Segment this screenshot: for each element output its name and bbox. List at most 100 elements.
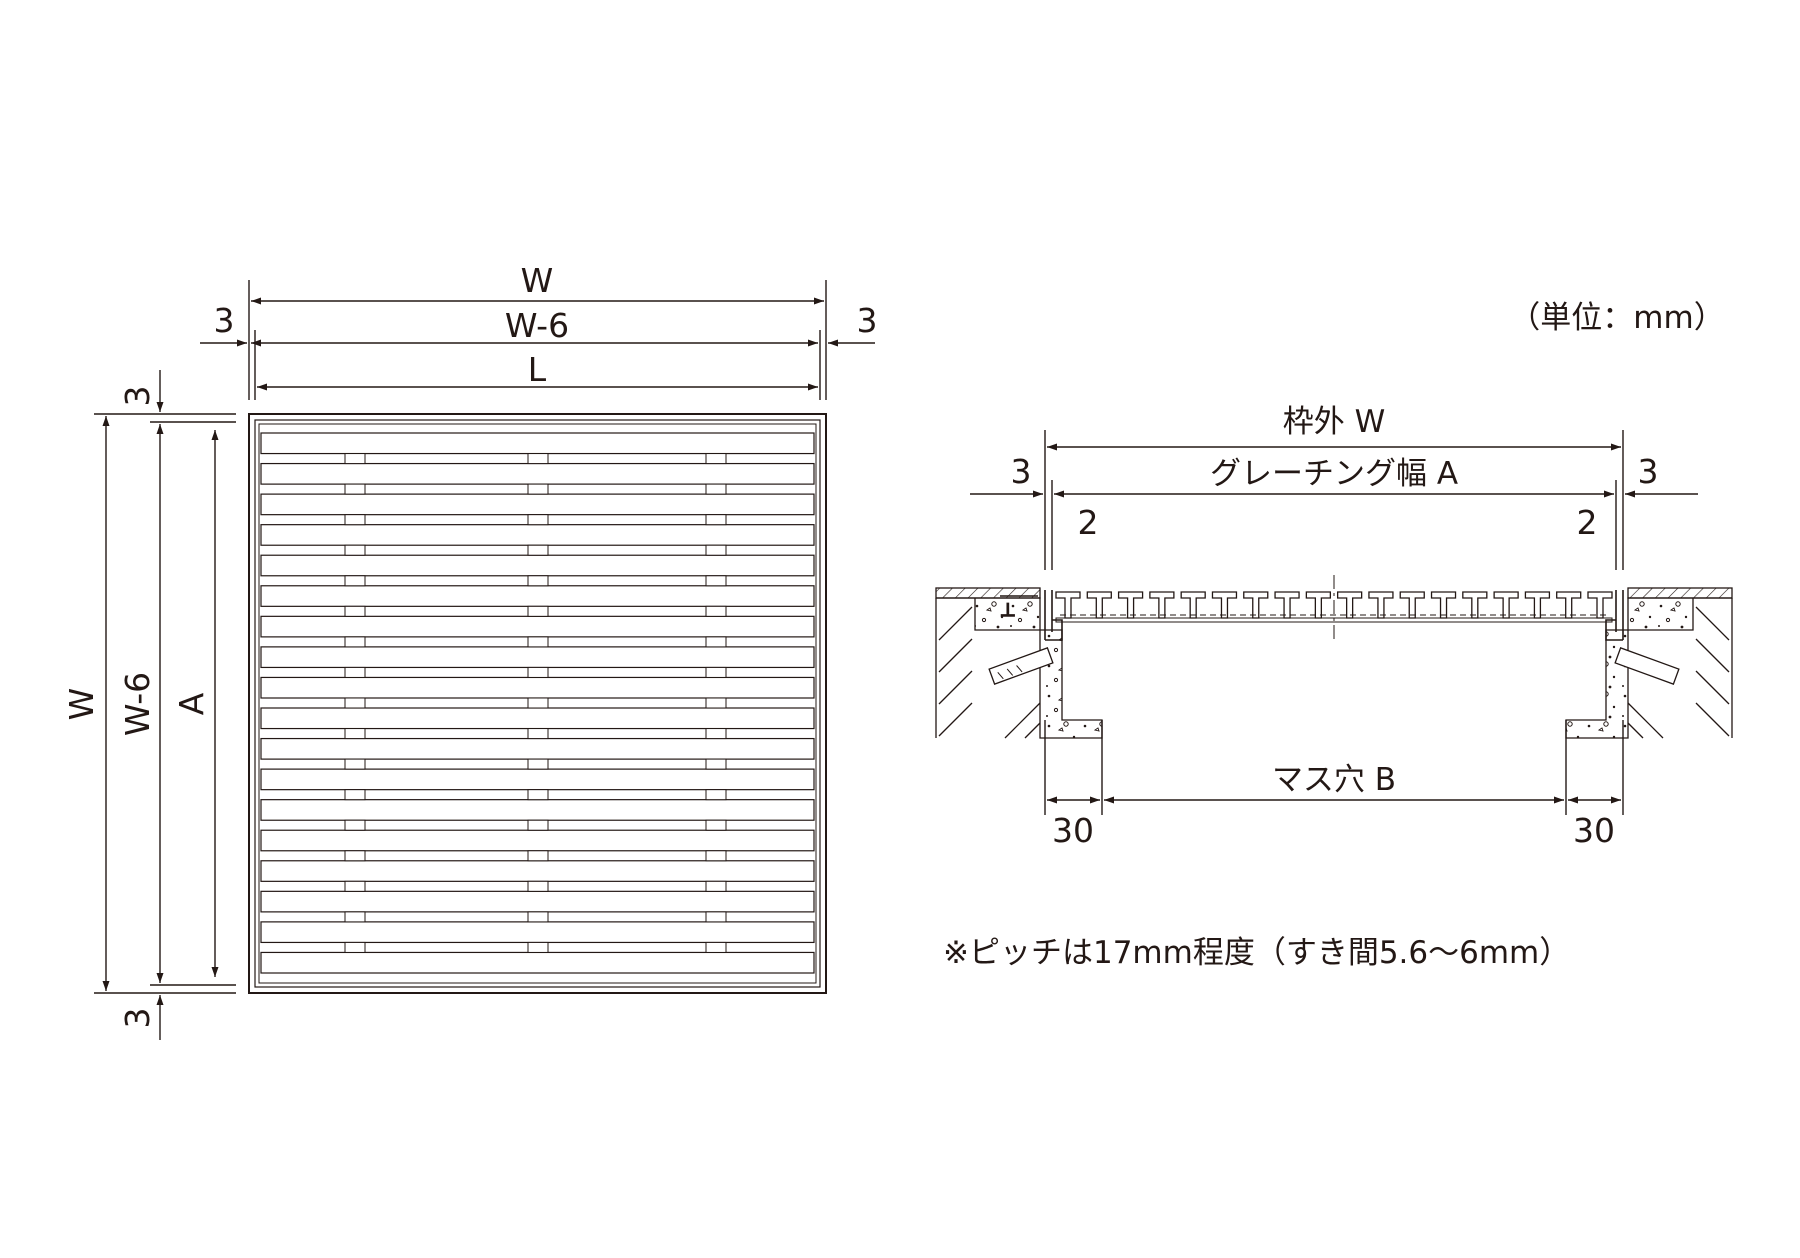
section-grating-bar: [1399, 591, 1425, 619]
plan-cross-bar: [344, 514, 366, 526]
plan-cross-bar: [705, 789, 727, 801]
plan-grating-bar: [260, 615, 815, 638]
plan-cross-bar: [527, 453, 549, 465]
section-grating-bar: [1149, 591, 1175, 619]
section-grating-bar: [1055, 591, 1081, 619]
section-grating-bar: [1337, 591, 1363, 619]
plan-grating-bar: [260, 646, 815, 669]
section-grating-bar: [1180, 591, 1206, 619]
plan-side-width-label: W: [62, 688, 101, 721]
plan-cross-bar: [527, 697, 549, 709]
section-grating-bar: [1086, 591, 1112, 619]
plan-top-left-gap-label: 3: [214, 301, 235, 340]
plan-grating-bars: [260, 432, 815, 974]
plan-side-inner-width-label: W-6: [118, 672, 157, 736]
plan-grating-bar: [260, 493, 815, 516]
plan-grating-bar: [260, 707, 815, 730]
plan-grating-bar: [260, 768, 815, 791]
plan-cross-bar: [705, 911, 727, 923]
plan-cross-bar: [705, 544, 727, 556]
plan-top-inner-width-label: W-6: [505, 306, 569, 345]
plan-cross-bar: [344, 605, 366, 617]
plan-grating-bar: [260, 462, 815, 485]
section-grating-bar: [1493, 591, 1519, 619]
plan-side-bottom-gap-label: 3: [118, 1008, 157, 1029]
section-right-clear-label: 2: [1577, 503, 1598, 542]
plan-cross-bar: [527, 941, 549, 953]
plan-grating-bar: [260, 921, 815, 944]
plan-grating-bar: [260, 829, 815, 852]
plan-cross-bar: [705, 850, 727, 862]
plan-grating-edge: [258, 423, 817, 984]
plan-grating-bar: [260, 860, 815, 882]
section-grating-bar: [1524, 591, 1551, 619]
plan-grating-bar: [260, 951, 815, 974]
plan-cross-bar: [344, 636, 366, 648]
plan-grating-bar: [260, 524, 815, 546]
plan-cross-bar: [344, 819, 366, 831]
section-grating-bar: [1211, 591, 1238, 619]
plan-cross-bar: [705, 819, 727, 831]
plan-cross-bar: [344, 880, 366, 892]
plan-cross-bar: [705, 880, 727, 892]
plan-view: W W-6 L 3 3 W W-6 A 3 3: [62, 261, 878, 1040]
section-grating-bar: [1305, 591, 1331, 619]
plan-grating-bar: [260, 554, 815, 577]
plan-cross-bar: [705, 483, 727, 495]
plan-cross-bar: [705, 728, 727, 740]
plan-cross-bar: [527, 483, 549, 495]
section-grating-bar: [1430, 591, 1457, 619]
plan-grating-bar: [260, 890, 815, 913]
plan-cross-bar: [527, 514, 549, 526]
section-grating-bar: [1243, 591, 1269, 619]
plan-cross-bar: [344, 575, 366, 587]
section-grating-bar: [1274, 591, 1300, 619]
plan-cross-bar: [527, 819, 549, 831]
section-left-clear-label: 2: [1078, 503, 1099, 542]
section-grating-bar: [1462, 591, 1488, 619]
section-grating-bar: [1587, 591, 1613, 619]
plan-top-width-label: W: [521, 261, 554, 300]
plan-cross-bar: [527, 758, 549, 770]
section-grating-bar: [1556, 591, 1582, 619]
plan-side-dimensions: [94, 370, 236, 1040]
plan-cross-bar: [344, 666, 366, 678]
section-frame-angles: ⊥: [999, 590, 1624, 641]
plan-top-dimensions: [200, 280, 875, 400]
plan-cross-bar: [344, 453, 366, 465]
section-small-marker: ⊥: [1000, 600, 1016, 621]
section-opening-label: マス穴 B: [1272, 762, 1396, 798]
plan-cross-bar: [705, 941, 727, 953]
plan-cross-bar: [344, 728, 366, 740]
plan-grating-bar: [260, 676, 815, 699]
plan-grating-bar: [260, 585, 815, 607]
plan-frame-inner: [254, 419, 821, 988]
plan-cross-bar: [344, 697, 366, 709]
plan-side-grating-width-label: A: [172, 692, 211, 715]
plan-top-right-gap-label: 3: [857, 301, 878, 340]
section-grating-bars: [1055, 591, 1613, 623]
plan-frame-outer: [248, 413, 827, 994]
pitch-note: ※ピッチは17mm程度（すき間5.6〜6mm）: [943, 935, 1570, 971]
plan-cross-bar: [527, 605, 549, 617]
plan-cross-bar: [527, 636, 549, 648]
plan-cross-bar: [705, 453, 727, 465]
plan-cross-bar: [527, 850, 549, 862]
plan-cross-bar: [527, 666, 549, 678]
section-view: （単位：mm） 枠外 W グレーチング幅 A 3 3 2 2 マス穴 B 30 …: [935, 300, 1733, 971]
plan-top-length-label: L: [528, 350, 547, 389]
plan-side-top-gap-label: 3: [118, 386, 157, 407]
plan-cross-bar: [527, 789, 549, 801]
section-right-ledge-label: 30: [1573, 811, 1615, 850]
plan-cross-bar: [344, 544, 366, 556]
plan-cross-bar: [344, 789, 366, 801]
plan-cross-bar: [344, 850, 366, 862]
section-ground-left: [935, 587, 1103, 739]
plan-cross-bar: [705, 514, 727, 526]
section-grating-bar: [1117, 591, 1144, 619]
section-left-gap-label: 3: [1011, 452, 1032, 491]
plan-cross-bar: [705, 666, 727, 678]
plan-cross-bar: [705, 697, 727, 709]
plan-cross-bar: [527, 575, 549, 587]
plan-cross-bar: [705, 605, 727, 617]
